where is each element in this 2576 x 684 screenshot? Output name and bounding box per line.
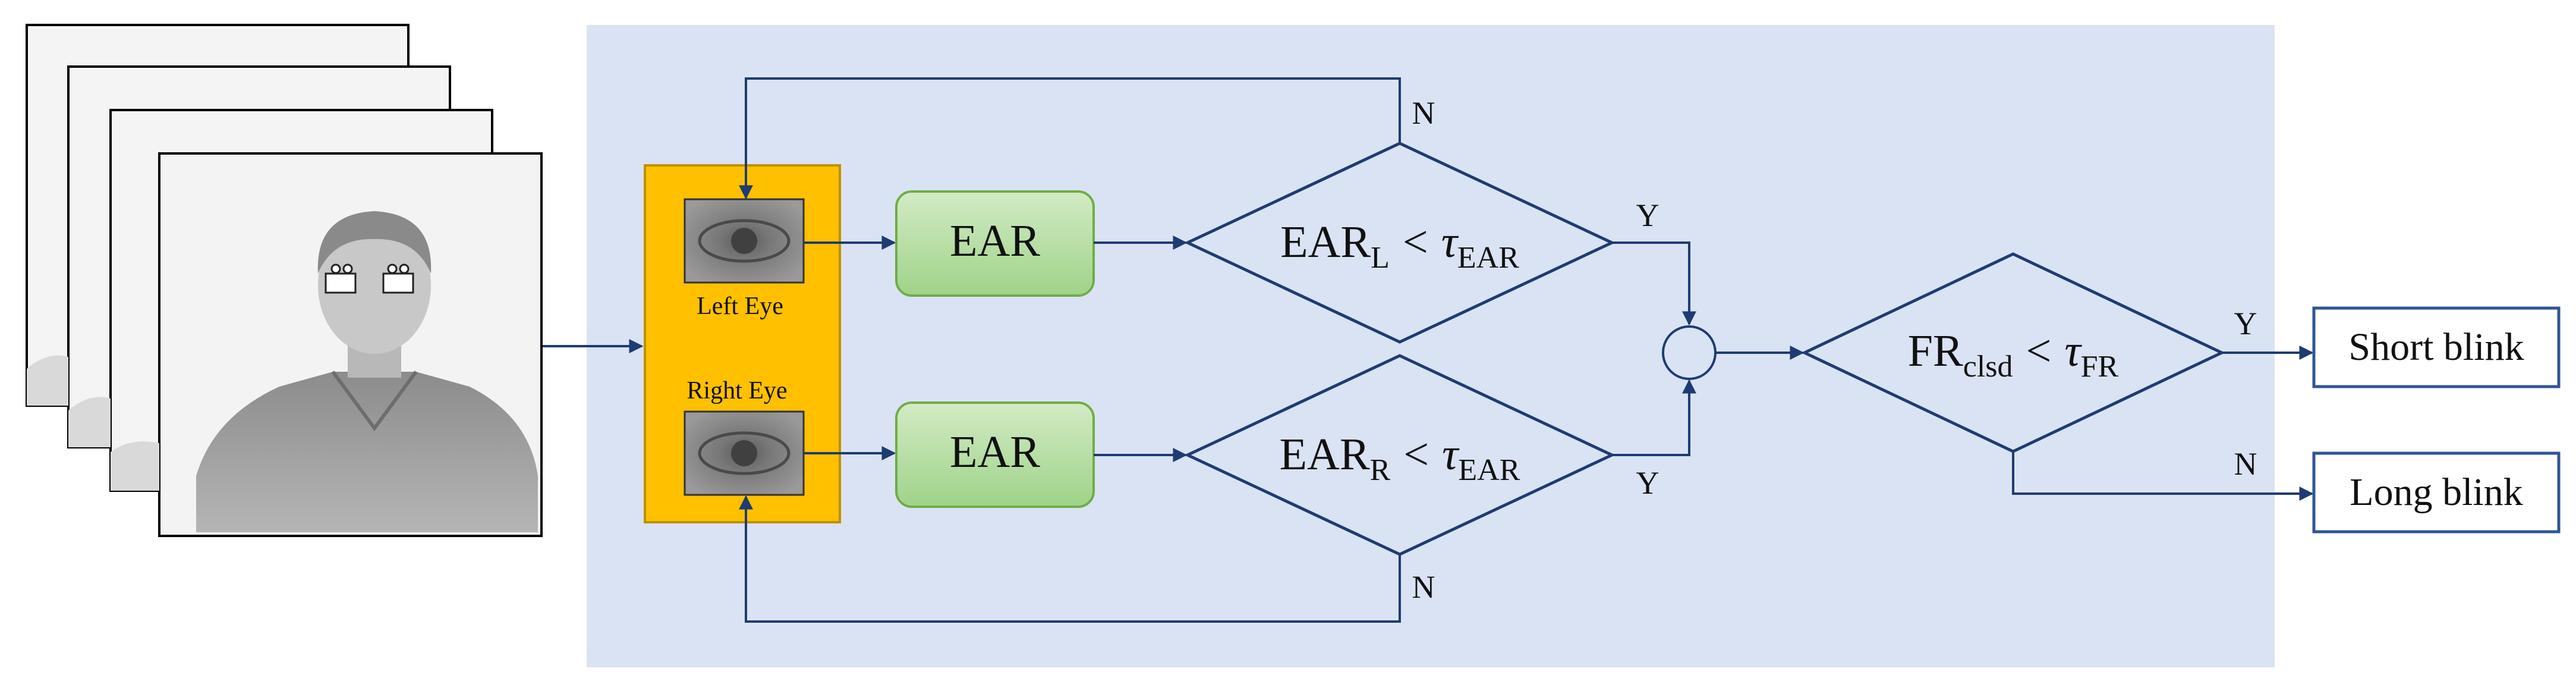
short-blink-output: Short blink xyxy=(2312,306,2561,388)
fr-decision-op: < xyxy=(2026,326,2052,376)
left-decision-tau: τ xyxy=(1441,217,1459,267)
ear-right-label: EAR xyxy=(950,427,1040,477)
ear-left-label: EAR xyxy=(950,216,1040,266)
right-decision-sub: R xyxy=(1370,453,1391,487)
input-frame-stack xyxy=(26,24,543,537)
svg-text:FRclsd<τFR: FRclsd<τFR xyxy=(1908,326,2119,384)
right-yes-arrow xyxy=(1612,379,1696,456)
long-blink-label: Long blink xyxy=(2350,470,2523,514)
fr-no-arrow xyxy=(2012,451,2314,501)
left-decision-op: < xyxy=(1403,217,1428,267)
left-no-loop xyxy=(739,77,1401,200)
svg-text:EARR<τEAR: EARR<τEAR xyxy=(1280,429,1520,487)
right-no-loop xyxy=(739,495,1401,623)
left-decision-tau-sub: EAR xyxy=(1457,241,1519,275)
fr-decision: FRclsd<τFR xyxy=(1801,252,2225,453)
frame-4-photo-edge xyxy=(27,355,68,406)
short-blink-label: Short blink xyxy=(2348,325,2524,369)
frame-3-photo-edge xyxy=(68,397,111,447)
right-decision-base: EAR xyxy=(1280,429,1370,479)
left-eye-label: Left Eye xyxy=(697,293,783,320)
fr-decision-base: FR xyxy=(1908,326,1963,376)
left-no-label: N xyxy=(1412,95,1435,131)
right-no-label: N xyxy=(1412,569,1435,605)
fr-yes-label: Y xyxy=(2234,306,2257,341)
right-eye-label: Right Eye xyxy=(686,377,787,404)
fr-decision-tau: τ xyxy=(2064,326,2082,376)
right-yes-label: Y xyxy=(1636,465,1659,501)
fr-decision-sub: clsd xyxy=(1963,350,2013,384)
right-decision-op: < xyxy=(1403,429,1429,479)
combine-node xyxy=(1662,325,1717,380)
eye-extraction-box: Left Eye Right Eye xyxy=(644,164,841,523)
right-ear-decision: EARR<τEAR xyxy=(1184,354,1615,556)
long-blink-output: Long blink xyxy=(2312,451,2561,534)
left-decision-base: EAR xyxy=(1280,217,1371,267)
right-decision-tau-sub: EAR xyxy=(1458,453,1520,487)
left-yes-arrow xyxy=(1612,241,1696,326)
frame-2-photo-edge xyxy=(111,441,159,491)
left-yes-label: Y xyxy=(1636,197,1659,233)
ear-box-right: EAR xyxy=(895,401,1095,508)
svg-text:EARL<τEAR: EARL<τEAR xyxy=(1280,217,1519,275)
person-photo xyxy=(196,211,538,532)
ear-box-left: EAR xyxy=(895,190,1095,297)
left-eye-image xyxy=(684,198,805,284)
left-decision-sub: L xyxy=(1371,241,1390,275)
fr-decision-tau-sub: FR xyxy=(2081,350,2119,384)
eye-landmarks xyxy=(325,263,414,294)
right-decision-tau: τ xyxy=(1442,429,1460,479)
right-eye-image xyxy=(684,410,805,496)
fr-no-label: N xyxy=(2234,446,2257,482)
